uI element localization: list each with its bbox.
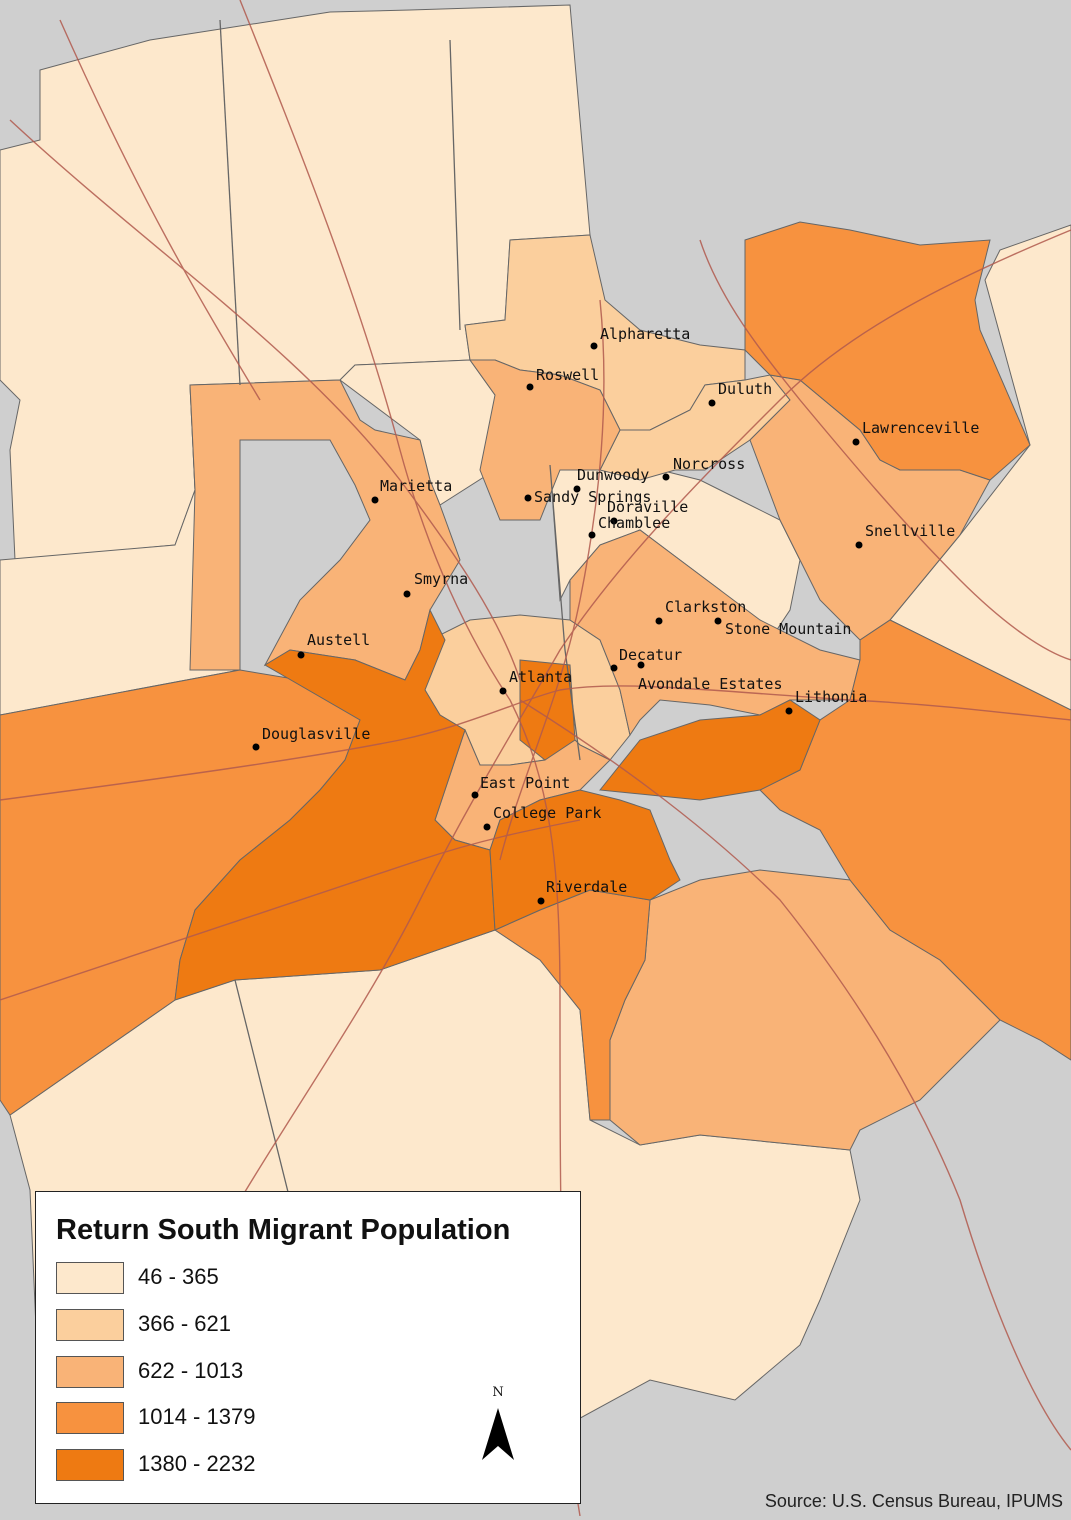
city-label-duluth: Duluth <box>718 380 772 398</box>
city-label-clarkston: Clarkston <box>665 598 746 616</box>
city-dot-stone-mountain <box>715 618 722 625</box>
city-dot-sandy-springs <box>525 495 532 502</box>
city-label-riverdale: Riverdale <box>546 878 627 896</box>
city-dot-duluth <box>709 400 716 407</box>
city-dot-riverdale <box>538 898 545 905</box>
legend-swatch-class-1 <box>56 1262 124 1294</box>
city-dot-austell <box>298 652 305 659</box>
city-dot-lawrenceville <box>853 439 860 446</box>
city-label-dunwoody: Dunwoody <box>577 466 649 484</box>
legend-swatch-class-5 <box>56 1449 124 1481</box>
city-dot-college-park <box>484 824 491 831</box>
city-label-austell: Austell <box>307 631 370 649</box>
legend-label-class-5: 1380 - 2232 <box>138 1451 255 1477</box>
city-label-douglasville: Douglasville <box>262 725 370 743</box>
city-dot-lithonia <box>786 708 793 715</box>
city-label-snellville: Snellville <box>865 522 955 540</box>
city-dot-smyrna <box>404 591 411 598</box>
city-label-decatur: Decatur <box>619 646 682 664</box>
legend-swatch-class-3 <box>56 1356 124 1388</box>
legend-swatch-class-4 <box>56 1402 124 1434</box>
city-label-alpharetta: Alpharetta <box>600 325 690 343</box>
legend-label-class-4: 1014 - 1379 <box>138 1404 255 1430</box>
city-label-stone-mountain: Stone Mountain <box>725 620 851 638</box>
city-label-lawrenceville: Lawrenceville <box>862 419 979 437</box>
legend-swatch-class-2 <box>56 1309 124 1341</box>
city-dot-decatur <box>611 665 618 672</box>
city-dot-roswell <box>527 384 534 391</box>
city-label-norcross: Norcross <box>673 455 745 473</box>
city-dot-marietta <box>372 497 379 504</box>
city-label-chamblee: Chamblee <box>598 514 670 532</box>
city-dot-chamblee <box>589 532 596 539</box>
city-label-east-point: East Point <box>480 774 570 792</box>
city-dot-douglasville <box>253 744 260 751</box>
city-label-marietta: Marietta <box>380 477 452 495</box>
city-label-lithonia: Lithonia <box>795 688 867 706</box>
city-dot-east-point <box>472 792 479 799</box>
city-label-college-park: College Park <box>493 804 601 822</box>
city-label-atlanta: Atlanta <box>509 668 572 686</box>
city-dot-clarkston <box>656 618 663 625</box>
legend-label-class-3: 622 - 1013 <box>138 1358 243 1384</box>
city-dot-atlanta <box>500 688 507 695</box>
legend-label-class-1: 46 - 365 <box>138 1264 219 1290</box>
legend-label-class-2: 366 - 621 <box>138 1311 231 1337</box>
north-arrow-label: N <box>492 1385 503 1400</box>
source-credit: Source: U.S. Census Bureau, IPUMS <box>765 1491 1063 1512</box>
city-dot-snellville <box>856 542 863 549</box>
city-label-smyrna: Smyrna <box>414 570 468 588</box>
legend-title: Return South Migrant Population <box>56 1214 510 1247</box>
city-dot-alpharetta <box>591 343 598 350</box>
city-label-roswell: Roswell <box>536 366 599 384</box>
north-arrow-icon: N <box>478 1382 518 1462</box>
city-label-avondale-estates: Avondale Estates <box>638 675 783 693</box>
city-dot-norcross <box>663 474 670 481</box>
